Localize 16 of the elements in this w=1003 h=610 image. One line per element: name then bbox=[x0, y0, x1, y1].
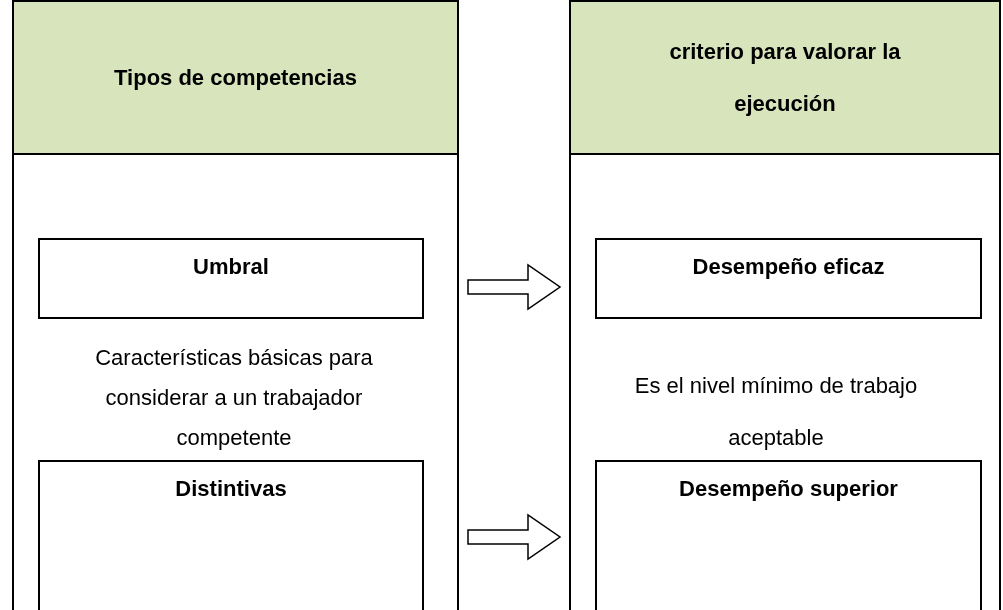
block-arrow bbox=[467, 263, 562, 311]
column-panel bbox=[12, 0, 459, 610]
box-title: Distintivas bbox=[174, 476, 288, 502]
block-arrow bbox=[467, 513, 562, 561]
column-heading: criterio para valorar la ejecución bbox=[668, 37, 902, 118]
box-title: Desempeño superior bbox=[678, 476, 899, 502]
column-heading: Tipos de competencias bbox=[114, 63, 357, 92]
category-box bbox=[595, 238, 982, 319]
column-panel bbox=[569, 0, 1001, 610]
box-title: Umbral bbox=[192, 254, 270, 280]
box-title: Desempeño eficaz bbox=[691, 254, 886, 280]
description-text: Es el nivel mínimo de trabajo aceptable bbox=[633, 372, 919, 452]
category-box bbox=[595, 460, 982, 610]
category-box bbox=[38, 238, 424, 319]
description-text: Características básicas para considerar a un trabajador competente bbox=[94, 344, 374, 452]
category-box bbox=[38, 460, 424, 610]
